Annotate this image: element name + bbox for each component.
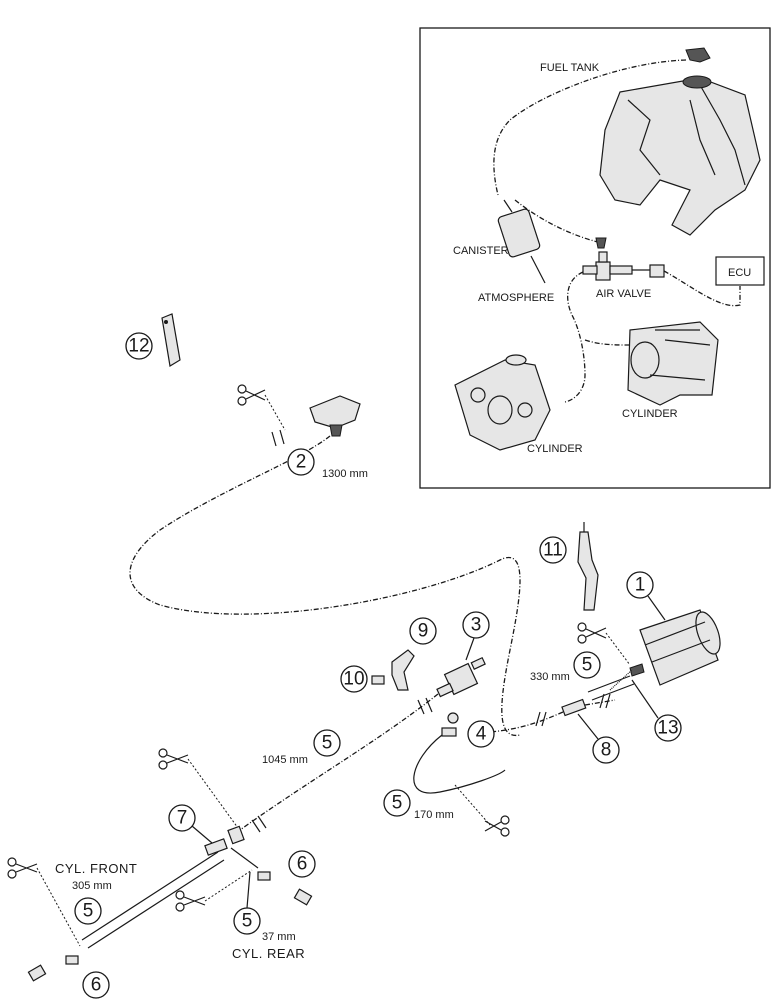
cylinder-bottom-illustration xyxy=(454,354,551,451)
callout-2: 2 xyxy=(296,452,307,473)
callout-6-left: 6 xyxy=(91,975,102,996)
cyl-rear-label: CYL. REAR xyxy=(232,946,305,961)
plug-fitting-front xyxy=(27,964,47,982)
cyl-front-label: CYL. FRONT xyxy=(55,861,137,876)
callout-7: 7 xyxy=(177,808,188,829)
callout-10: 10 xyxy=(343,669,364,690)
part-6-clip-right xyxy=(257,871,271,881)
part-9-bracket xyxy=(391,649,415,691)
cylinder-right-illustration xyxy=(627,321,719,406)
part-1-canister xyxy=(629,609,721,686)
part-7-t-piece xyxy=(204,825,245,856)
scissors-icon xyxy=(577,622,607,644)
callout-4: 4 xyxy=(476,724,487,745)
scissors-icon xyxy=(158,748,189,770)
part-12-bracket xyxy=(161,313,181,367)
scissors-icon xyxy=(7,857,38,879)
measure-37: 37 mm xyxy=(262,931,296,943)
cylinder-bottom-label: CYLINDER xyxy=(527,443,583,455)
part-10-screw xyxy=(371,675,385,685)
callout-5-305: 5 xyxy=(83,901,94,922)
canister-illustration xyxy=(497,199,541,258)
part-11-clamp xyxy=(577,522,599,611)
callout-3: 3 xyxy=(471,615,482,636)
atmosphere-label: ATMOSPHERE xyxy=(478,292,554,304)
callout-13: 13 xyxy=(657,718,678,739)
callout-9: 9 xyxy=(418,621,429,642)
callout-1: 1 xyxy=(635,575,646,596)
part-6-clip-left xyxy=(65,955,79,965)
measure-305: 305 mm xyxy=(72,880,112,892)
air-valve-illustration xyxy=(582,251,665,281)
scissors-icon xyxy=(484,815,510,837)
callout-11: 11 xyxy=(543,540,563,561)
callout-5-330: 5 xyxy=(582,655,593,676)
part-8-connector xyxy=(561,698,587,717)
ecu-label: ECU xyxy=(728,267,751,279)
callout-12: 12 xyxy=(128,336,149,357)
callout-6-right: 6 xyxy=(297,854,308,875)
tank-vent-cap xyxy=(309,395,361,437)
measure-1045: 1045 mm xyxy=(262,754,308,766)
air-valve-label: AIR VALVE xyxy=(596,288,651,300)
callout-5-37: 5 xyxy=(242,911,253,932)
callout-5-1045: 5 xyxy=(322,733,333,754)
part-4-fitting xyxy=(441,712,459,737)
plug-fitting xyxy=(293,888,313,906)
fuel-tank-label: FUEL TANK xyxy=(540,62,600,74)
scissors-icon xyxy=(175,890,206,912)
measure-330: 330 mm xyxy=(530,671,570,683)
canister-label: CANISTER xyxy=(453,245,509,257)
scissors-icon xyxy=(237,384,266,406)
part-3-valve xyxy=(436,656,486,698)
callout-8: 8 xyxy=(601,740,612,761)
measure-1300: 1300 mm xyxy=(322,468,368,480)
cylinder-right-label: CYLINDER xyxy=(622,408,678,420)
inset-panel: FUEL TANK CANISTER ATMOSPHERE AIR VALVE … xyxy=(419,27,771,489)
measure-170: 170 mm xyxy=(414,809,454,821)
fuel-tank-illustration xyxy=(599,47,761,236)
callout-5-170: 5 xyxy=(392,793,403,814)
